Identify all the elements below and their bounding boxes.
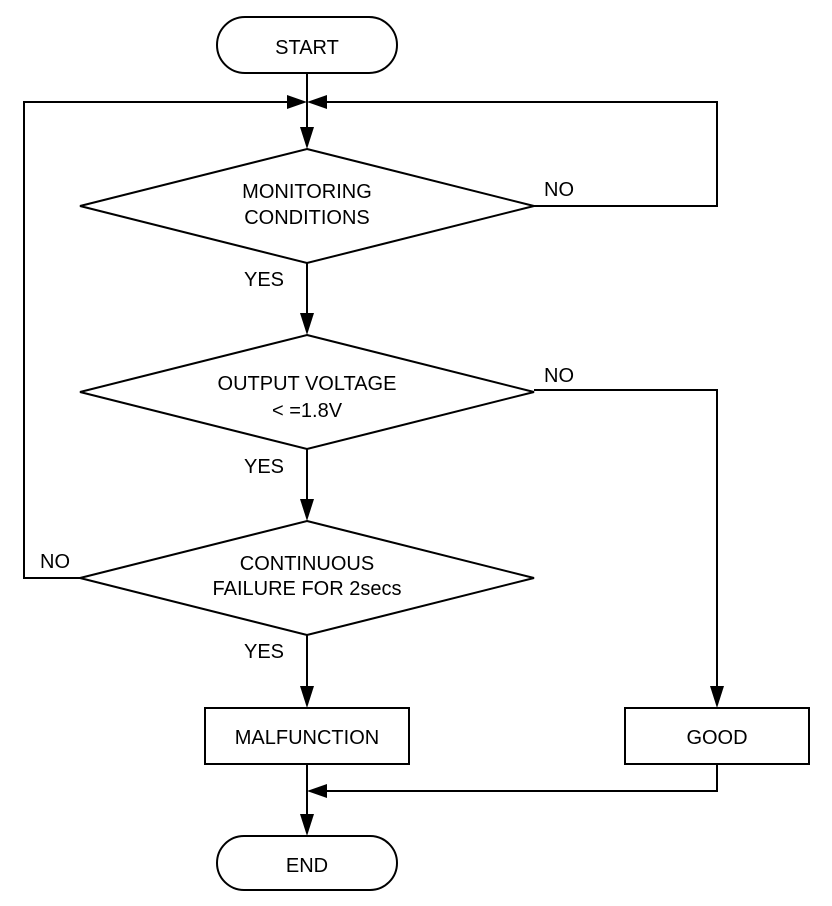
connector-continuous-no-loop [23, 101, 287, 579]
arrow-into-malfunction [300, 686, 314, 708]
good-box: GOOD [624, 707, 810, 765]
output-voltage-decision: OUTPUT VOLTAGE < =1.8V [79, 333, 535, 451]
end-label: END [286, 855, 328, 877]
malfunction-label: MALFUNCTION [235, 727, 379, 749]
malfunction-box: MALFUNCTION [204, 707, 410, 765]
arrow-into-good [710, 686, 724, 708]
continuous-no-label: NO [40, 551, 70, 573]
start-terminator: START [216, 16, 398, 74]
monitoring-yes-label: YES [244, 269, 284, 291]
monitoring-conditions-decision: MONITORING CONDITIONS [79, 147, 535, 265]
continuous-label-line1: CONTINUOUS [240, 553, 374, 575]
arrow-into-monitoring [300, 127, 314, 149]
continuous-label-line2: FAILURE FOR 2secs [213, 578, 402, 600]
monitoring-label-line1: MONITORING [242, 181, 372, 203]
connector-monitoring-no-loop [327, 101, 718, 207]
output-voltage-label-line2: < =1.8V [272, 400, 343, 422]
arrow-into-continuous [300, 499, 314, 521]
monitoring-label-line2: CONDITIONS [244, 207, 370, 229]
continuous-yes-label: YES [244, 641, 284, 663]
output-yes-label: YES [244, 456, 284, 478]
end-terminator: END [216, 835, 398, 891]
arrow-left-loop [287, 95, 307, 109]
monitoring-no-label: NO [544, 179, 574, 201]
output-voltage-label-line1: OUTPUT VOLTAGE [218, 373, 397, 395]
arrow-into-output-voltage [300, 313, 314, 335]
connector-output-no [534, 389, 718, 686]
connector-good-end [327, 764, 718, 792]
arrow-good-merge [307, 784, 327, 798]
start-label: START [275, 37, 339, 59]
continuous-failure-decision: CONTINUOUS FAILURE FOR 2secs [79, 519, 535, 637]
arrow-right-loop [307, 95, 327, 109]
good-label: GOOD [686, 727, 747, 749]
output-no-label: NO [544, 365, 574, 387]
arrow-into-end [300, 814, 314, 836]
